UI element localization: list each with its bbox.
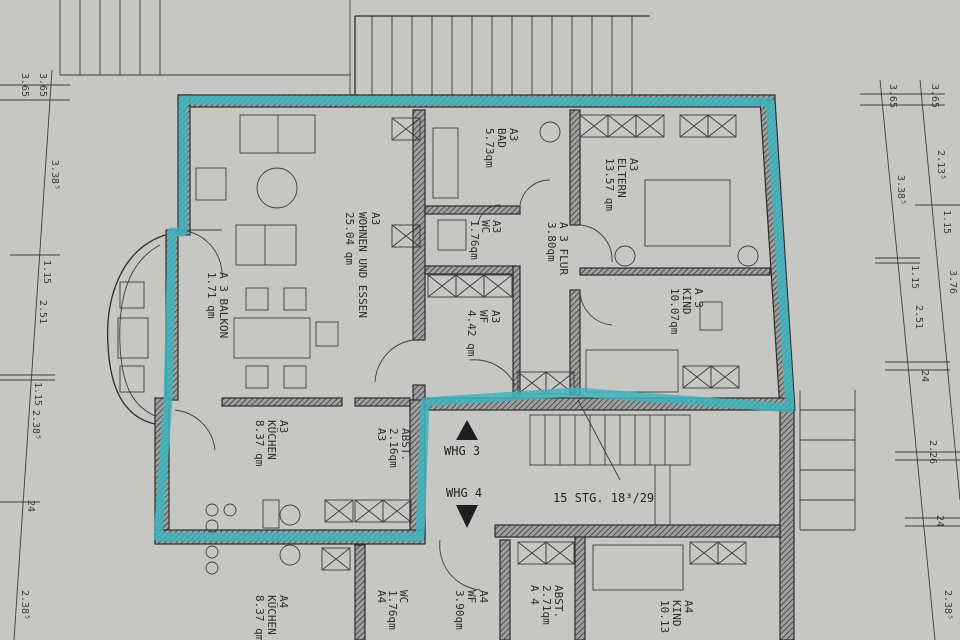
room-label-bad: A3BAD5.73qm xyxy=(483,128,520,168)
arrow-up-icon xyxy=(456,420,478,440)
staircase xyxy=(529,390,856,531)
right-dimension-labels: 3.65 3.38⁵ 1.15 2.51 24 2.26 24 2.38⁵ 3.… xyxy=(887,84,958,620)
room-label-kuechen: A3KÜCHEN8.37 qm xyxy=(253,420,290,467)
dim-label: 2.38⁵ xyxy=(19,590,30,620)
whg4-label: WHG 4 xyxy=(446,486,482,500)
whg3-label: WHG 3 xyxy=(444,444,480,458)
dimension-lines xyxy=(0,69,960,640)
upper-floor-remnant xyxy=(59,0,650,96)
dim-label: 24 xyxy=(934,515,945,527)
dim-label: 3.65 xyxy=(19,73,30,97)
dim-label: 1.15 xyxy=(41,260,52,284)
dim-label: 2.51 xyxy=(913,305,924,329)
dim-label: 24 xyxy=(919,370,930,382)
room-label-a4-wf: A4WF3.90qm xyxy=(453,590,490,630)
dim-label: 1.15 xyxy=(941,210,952,234)
left-dimension-labels: 3.65 3.65 3.38⁵ 1.15 2.51 1.15 2.38⁵ 24 … xyxy=(19,73,60,620)
room-label-abst: ABST.2.16qmA3 xyxy=(375,428,412,468)
dim-label: 3.65 xyxy=(887,84,898,108)
furniture xyxy=(195,114,759,591)
dim-label: 24 xyxy=(25,500,36,512)
dim-label: 3.65 xyxy=(929,84,940,108)
room-label-a4-kuechen: A4KÜCHEN8.37 qm xyxy=(253,595,290,640)
dim-label: 3.76 xyxy=(947,270,958,294)
dim-label: 2.26 xyxy=(927,440,938,464)
unit-markers: WHG 3 WHG 4 15 STG. 18³/29 xyxy=(444,420,654,528)
dim-label: 2.13⁵ xyxy=(935,150,946,180)
room-label-a4-wc: WC1.76qmA4 xyxy=(375,590,410,630)
room-label-eltern: A3ELTERN13.57 qm xyxy=(603,158,640,211)
stairs-label: 15 STG. 18³/29 xyxy=(553,491,654,505)
apartment-highlight-outline xyxy=(153,95,795,542)
cabinets xyxy=(321,114,747,571)
dim-label: 1.15 xyxy=(32,382,43,406)
room-label-a4-abst: ABST.2.71qmA 4 xyxy=(528,585,565,625)
walls xyxy=(154,94,796,640)
room-label-balkon: A 3 BALKON1.71 qm xyxy=(205,272,230,338)
balcony xyxy=(106,234,166,426)
room-labels: A3WOHNEN UND ESSEN25.04 qm A3BAD5.73qm A… xyxy=(205,128,705,640)
room-label-flur: A 3 FLUR3.80qm xyxy=(545,222,570,275)
room-label-wf: A3WF4.42 qm xyxy=(465,310,502,357)
dim-label: 3.38⁵ xyxy=(49,160,60,190)
room-label-a4-kind: A4KIND10.13 xyxy=(658,600,695,633)
arrow-down-icon xyxy=(456,505,478,528)
room-label-wc: A3WC1.76qm xyxy=(468,220,503,260)
room-label-wohnen: A3WOHNEN UND ESSEN25.04 qm xyxy=(343,212,382,318)
dim-label: 1.15 xyxy=(909,265,920,289)
dim-label: 3.38⁵ xyxy=(895,175,906,205)
room-label-kind: A 3KIND10.07qm xyxy=(668,288,705,335)
dim-label: 2.38⁵ xyxy=(942,590,953,620)
dim-label: 2.51 xyxy=(37,300,48,324)
dim-label: 2.38⁵ xyxy=(30,410,41,440)
dim-label: 3.65 xyxy=(37,73,48,97)
